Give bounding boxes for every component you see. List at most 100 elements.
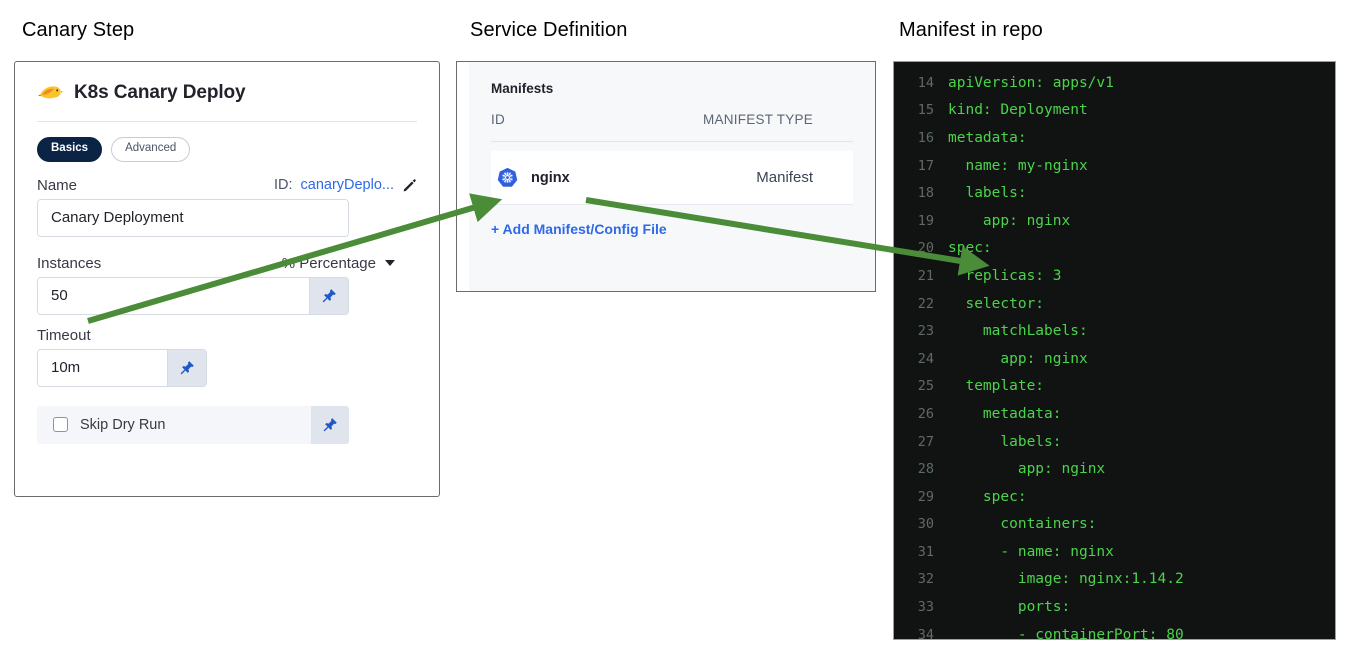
name-field-row: Name ID: canaryDeplo... bbox=[37, 177, 417, 194]
skip-dry-run-inner[interactable]: Skip Dry Run bbox=[37, 417, 311, 433]
line-number: 30 bbox=[917, 516, 934, 533]
card-header: K8s Canary Deploy bbox=[15, 62, 439, 104]
line-value: nginx bbox=[1070, 543, 1114, 560]
manifests-section: Manifests ID MANIFEST TYPE nginx Manifes bbox=[469, 62, 875, 291]
line-number: 19 bbox=[917, 212, 934, 229]
skip-dry-run-checkbox[interactable] bbox=[53, 417, 68, 432]
tab-basics[interactable]: Basics bbox=[37, 137, 103, 162]
code-line: 20 spec: bbox=[894, 235, 1335, 263]
code-line: 15 kind: Deployment bbox=[894, 97, 1335, 125]
line-key: image: bbox=[948, 571, 1079, 588]
line-key: kind: bbox=[948, 102, 1001, 119]
timeout-input-value[interactable]: 10m bbox=[38, 349, 167, 386]
instances-input-value[interactable]: 50 bbox=[38, 277, 309, 314]
add-manifest-link[interactable]: + Add Manifest/Config File bbox=[491, 221, 667, 237]
code-line: 26 metadata: bbox=[894, 400, 1335, 428]
line-number: 16 bbox=[917, 129, 934, 146]
manifests-table-header: ID MANIFEST TYPE bbox=[491, 112, 853, 142]
code-line: 14 apiVersion: apps/v1 bbox=[894, 69, 1335, 97]
line-key: metadata: bbox=[948, 405, 1062, 422]
canary-step-card: K8s Canary Deploy Basics Advanced Name I… bbox=[14, 61, 440, 497]
code-line: 23 matchLabels: bbox=[894, 317, 1335, 345]
line-value: nginx bbox=[1026, 212, 1071, 229]
code-line: 30 containers: bbox=[894, 511, 1335, 539]
pin-icon bbox=[322, 289, 336, 303]
line-value: 3 bbox=[1052, 267, 1062, 284]
column-header-id: ID bbox=[491, 112, 505, 127]
line-key: - containerPort: bbox=[948, 626, 1167, 640]
line-number: 23 bbox=[917, 323, 934, 340]
instances-label: Instances bbox=[37, 254, 102, 272]
instances-input[interactable]: 50 bbox=[37, 276, 349, 315]
id-value[interactable]: canaryDeplo... bbox=[300, 177, 395, 193]
line-key: containers: bbox=[948, 516, 1097, 533]
skip-dry-run-row[interactable]: Skip Dry Run bbox=[37, 405, 349, 444]
name-input-value[interactable]: Canary Deployment bbox=[38, 199, 348, 236]
pin-icon bbox=[180, 361, 194, 375]
header-divider bbox=[37, 121, 417, 122]
manifests-title: Manifests bbox=[491, 81, 554, 96]
card-title: K8s Canary Deploy bbox=[74, 82, 246, 103]
line-key: matchLabels: bbox=[948, 323, 1088, 340]
line-key: app: bbox=[948, 212, 1027, 229]
line-key: spec: bbox=[948, 488, 1027, 505]
caption-manifest-in-repo: Manifest in repo bbox=[899, 19, 1043, 41]
code-line: 27 labels: bbox=[894, 428, 1335, 456]
line-number: 21 bbox=[917, 267, 934, 284]
line-key: name: bbox=[948, 157, 1018, 174]
line-number: 18 bbox=[917, 185, 934, 202]
table-row[interactable]: nginx Manifest bbox=[491, 151, 853, 205]
line-key: selector: bbox=[948, 295, 1045, 312]
line-number: 29 bbox=[917, 488, 934, 505]
code-line: 24 app: nginx bbox=[894, 345, 1335, 373]
tab-advanced[interactable]: Advanced bbox=[111, 137, 191, 162]
code-line: 25 template: bbox=[894, 373, 1335, 401]
timeout-field-row: Timeout bbox=[37, 327, 417, 344]
line-key: replicas: bbox=[948, 267, 1053, 284]
code-line: 19 app: nginx bbox=[894, 207, 1335, 235]
name-input[interactable]: Canary Deployment bbox=[37, 198, 349, 237]
line-key: apiVersion: bbox=[948, 74, 1053, 91]
column-header-manifest-type: MANIFEST TYPE bbox=[702, 112, 813, 127]
pencil-icon[interactable] bbox=[402, 178, 417, 193]
code-line: 17 name: my-nginx bbox=[894, 152, 1335, 180]
line-number: 25 bbox=[917, 378, 934, 395]
step-id-wrapper: ID: canaryDeplo... bbox=[274, 177, 417, 193]
pin-icon bbox=[323, 418, 337, 432]
line-key: template: bbox=[948, 378, 1045, 395]
code-line: 22 selector: bbox=[894, 290, 1335, 318]
skip-dry-run-label: Skip Dry Run bbox=[80, 416, 166, 433]
line-key: spec: bbox=[948, 240, 992, 257]
kubernetes-icon bbox=[497, 167, 518, 187]
tab-group: Basics Advanced bbox=[37, 137, 417, 162]
manifest-id-value: nginx bbox=[531, 169, 570, 186]
code-line: 21 replicas: 3 bbox=[894, 262, 1335, 290]
line-value: nginx:1.14.2 bbox=[1078, 571, 1184, 588]
line-number: 14 bbox=[917, 74, 934, 91]
line-number: 26 bbox=[917, 405, 934, 422]
line-value: 80 bbox=[1166, 626, 1184, 640]
instances-unit-select[interactable]: % Percentage bbox=[282, 255, 417, 272]
line-number: 31 bbox=[917, 543, 934, 560]
caption-canary-step: Canary Step bbox=[22, 19, 135, 41]
panel-left-strip bbox=[457, 62, 469, 291]
timeout-input[interactable]: 10m bbox=[37, 348, 207, 387]
line-number: 22 bbox=[917, 295, 934, 312]
instances-unit-value: % Percentage bbox=[281, 254, 376, 272]
skip-dry-run-pin-button[interactable] bbox=[311, 405, 349, 444]
line-number: 20 bbox=[917, 240, 934, 257]
line-value: apps/v1 bbox=[1052, 74, 1114, 91]
line-number: 15 bbox=[917, 102, 934, 119]
manifest-type-value: Manifest bbox=[756, 169, 813, 186]
id-prefix: ID: bbox=[273, 177, 293, 193]
line-value: Deployment bbox=[1000, 102, 1088, 119]
instances-pin-button[interactable] bbox=[309, 277, 348, 314]
line-number: 28 bbox=[917, 461, 934, 478]
code-line: 33 ports: bbox=[894, 593, 1335, 621]
chevron-down-icon bbox=[385, 260, 395, 266]
timeout-pin-button[interactable] bbox=[167, 349, 206, 386]
manifest-code-viewer[interactable]: 14 apiVersion: apps/v1 15 kind: Deployment… bbox=[893, 61, 1336, 640]
name-label: Name bbox=[37, 176, 78, 194]
